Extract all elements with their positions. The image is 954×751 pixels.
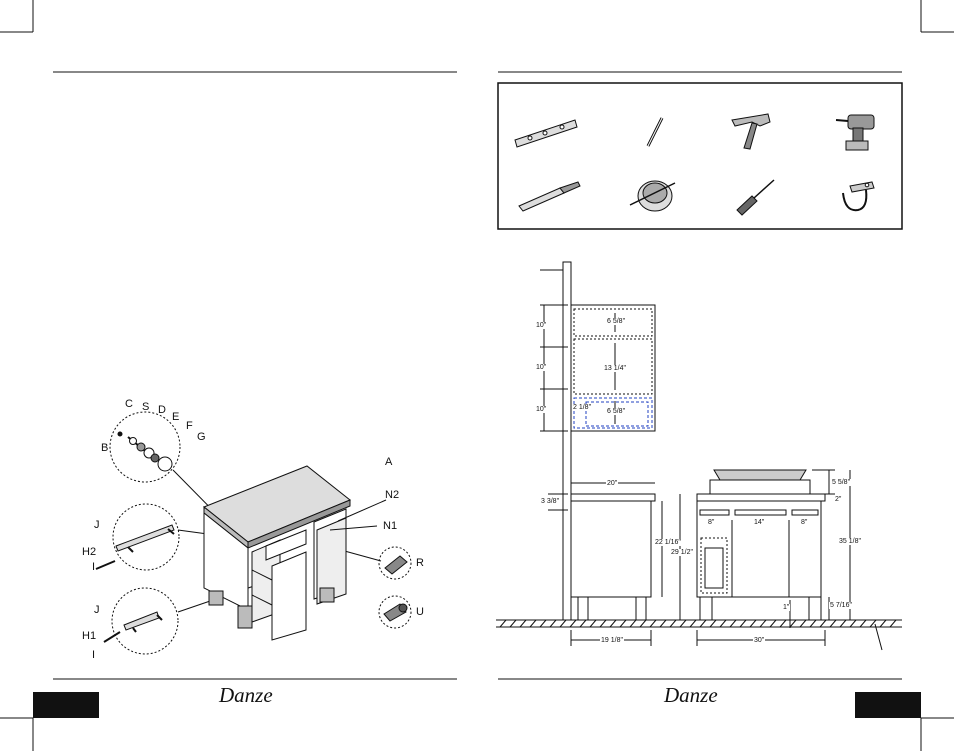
dim-shelf-side: 2 1/8" xyxy=(572,404,592,411)
floor-hatch-tick xyxy=(720,620,726,627)
part-label-u: U xyxy=(416,607,424,618)
part-label-i-top: I xyxy=(92,562,95,573)
floor-hatch-tick xyxy=(690,620,696,627)
danze-logo-right: Danze xyxy=(664,683,718,708)
floor-hatch-tick xyxy=(600,620,606,627)
floor-hatch-tick xyxy=(670,620,676,627)
floor-hatch-tick xyxy=(640,620,646,627)
floor-hatch-tick xyxy=(810,620,816,627)
part-label-r: R xyxy=(416,558,424,569)
floor-hatch-tick xyxy=(580,620,586,627)
part-label-n1: N1 xyxy=(383,521,397,532)
floor-hatch-tick xyxy=(820,620,826,627)
floor-hatch-tick xyxy=(630,620,636,627)
part-label-g: G xyxy=(197,432,206,443)
floor-hatch-tick xyxy=(770,620,776,627)
floor-hatch-tick xyxy=(590,620,596,627)
floor-hatch-tick xyxy=(880,620,886,627)
dim-floor-gap: 1" xyxy=(782,604,790,611)
floor-hatch-tick xyxy=(760,620,766,627)
dim-sink-top: 5 5/8" xyxy=(831,479,851,486)
floor-hatch-tick xyxy=(570,620,576,627)
floor-hatch-tick xyxy=(710,620,716,627)
part-label-h2: H2 xyxy=(82,547,96,558)
dim-depth: 20" xyxy=(606,480,618,487)
floor-hatch-tick xyxy=(680,620,686,627)
part-label-i-bottom: I xyxy=(92,650,95,661)
dim-depth-bottom: 19 1/8" xyxy=(600,637,624,644)
floor-hatch-tick xyxy=(830,620,836,627)
part-label-c: C xyxy=(125,399,133,410)
dim-drawer-mid: 14" xyxy=(753,519,765,526)
floor-hatch-tick xyxy=(780,620,786,627)
dim-height-total: 29 1/2" xyxy=(670,549,694,556)
dim-height-inner: 22 1/16" xyxy=(654,539,682,546)
dim-leg: 5 7/16" xyxy=(829,602,853,609)
part-label-h1: H1 xyxy=(82,631,96,642)
dim-drawer-left: 8" xyxy=(707,519,715,526)
dim-upper-3: 10" xyxy=(535,406,547,413)
dim-width: 30" xyxy=(753,637,765,644)
dim-lip: 2" xyxy=(834,496,842,503)
floor-hatch-tick xyxy=(550,620,556,627)
floor-hatch-tick xyxy=(790,620,796,627)
part-label-e: E xyxy=(172,412,179,423)
floor-hatch-tick xyxy=(530,620,536,627)
dim-counter: 3 3/8" xyxy=(540,498,560,505)
floor-hatch-tick xyxy=(840,620,846,627)
part-label-d: D xyxy=(158,405,166,416)
part-label-n2: N2 xyxy=(385,490,399,501)
floor-hatch-tick xyxy=(800,620,806,627)
floor-hatch-tick xyxy=(860,620,866,627)
dim-overall-height: 35 1/8" xyxy=(838,538,862,545)
floor-hatch-tick xyxy=(650,620,656,627)
danze-logo-left: Danze xyxy=(219,683,273,708)
floor-hatch-tick xyxy=(610,620,616,627)
dim-shelf-bot: 6 5/8" xyxy=(606,408,626,415)
dim-upper-1: 10" xyxy=(535,322,547,329)
floor-hatch-tick xyxy=(500,620,506,627)
part-label-j-bottom: J xyxy=(94,605,100,616)
part-label-f: F xyxy=(186,421,193,432)
floor-hatch-tick xyxy=(510,620,516,627)
part-label-b: B xyxy=(101,443,108,454)
dim-upper-2: 10" xyxy=(535,364,547,371)
part-label-s: S xyxy=(142,402,149,413)
floor-hatch-tick xyxy=(870,620,876,627)
floor-hatch-tick xyxy=(890,620,896,627)
floor-hatch-tick xyxy=(750,620,756,627)
floor-hatch-tick xyxy=(620,620,626,627)
floor-hatch-tick xyxy=(660,620,666,627)
dim-shelf-top: 6 5/8" xyxy=(606,318,626,325)
floor-hatch-tick xyxy=(740,620,746,627)
part-label-j-top: J xyxy=(94,520,100,531)
floor-hatch-tick xyxy=(520,620,526,627)
floor-hatch-tick xyxy=(700,620,706,627)
floor-hatch-tick xyxy=(560,620,566,627)
floor-hatch-tick xyxy=(730,620,736,627)
floor-hatch-tick xyxy=(540,620,546,627)
dim-drawer-right: 8" xyxy=(800,519,808,526)
part-label-a: A xyxy=(385,457,392,468)
floor-hatch-tick xyxy=(850,620,856,627)
dim-shelf-mid: 13 1/4" xyxy=(603,365,627,372)
